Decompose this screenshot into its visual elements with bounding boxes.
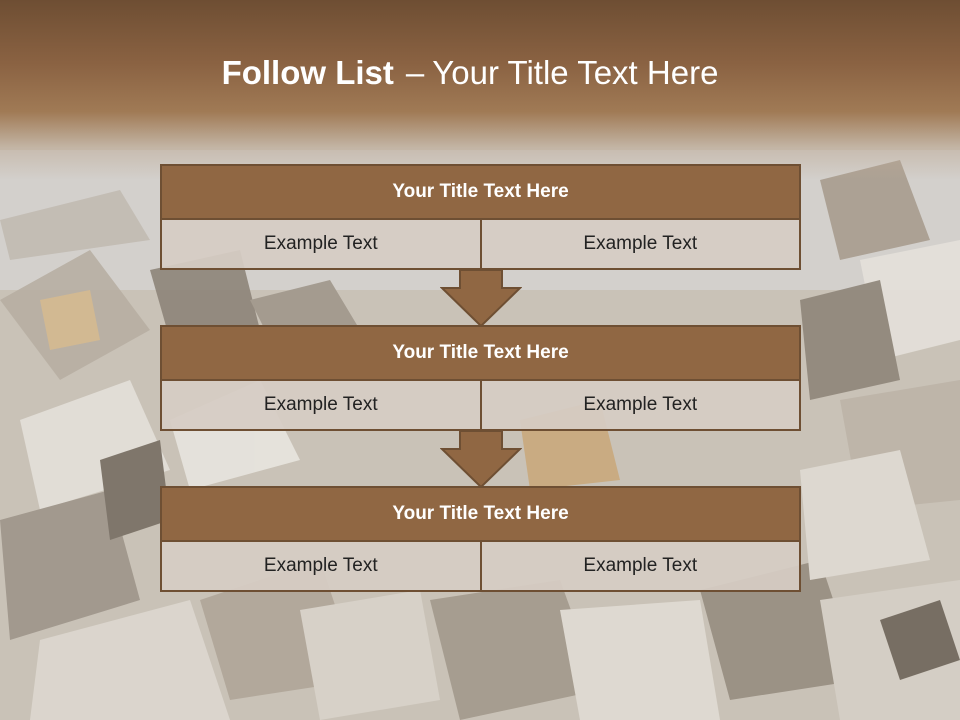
down-arrow-icon bbox=[440, 270, 522, 328]
step-title: Your Title Text Here bbox=[160, 164, 801, 220]
step-body-row: Example Text Example Text bbox=[160, 542, 801, 592]
step-right-text: Example Text bbox=[479, 381, 800, 429]
slide-title-bold: Follow List bbox=[221, 54, 394, 91]
step-box-1: Your Title Text Here Example Text Exampl… bbox=[160, 164, 801, 270]
step-left-text: Example Text bbox=[263, 555, 378, 576]
slide-title-separator: – bbox=[405, 54, 425, 91]
step-right-text: Example Text bbox=[479, 542, 800, 590]
step-left-text: Example Text bbox=[263, 233, 378, 254]
step-title: Your Title Text Here bbox=[160, 486, 801, 542]
step-box-3: Your Title Text Here Example Text Exampl… bbox=[160, 486, 801, 592]
step-left-text: Example Text bbox=[263, 394, 378, 415]
slide-title-rest: Your Title Text Here bbox=[432, 54, 719, 91]
slide-title: Follow List–Your Title Text Here bbox=[0, 54, 940, 92]
step-box-2: Your Title Text Here Example Text Exampl… bbox=[160, 325, 801, 431]
down-arrow-icon bbox=[440, 431, 522, 489]
step-title: Your Title Text Here bbox=[160, 325, 801, 381]
step-body-row: Example Text Example Text bbox=[160, 220, 801, 270]
step-right-text: Example Text bbox=[479, 220, 800, 268]
step-body-row: Example Text Example Text bbox=[160, 381, 801, 431]
